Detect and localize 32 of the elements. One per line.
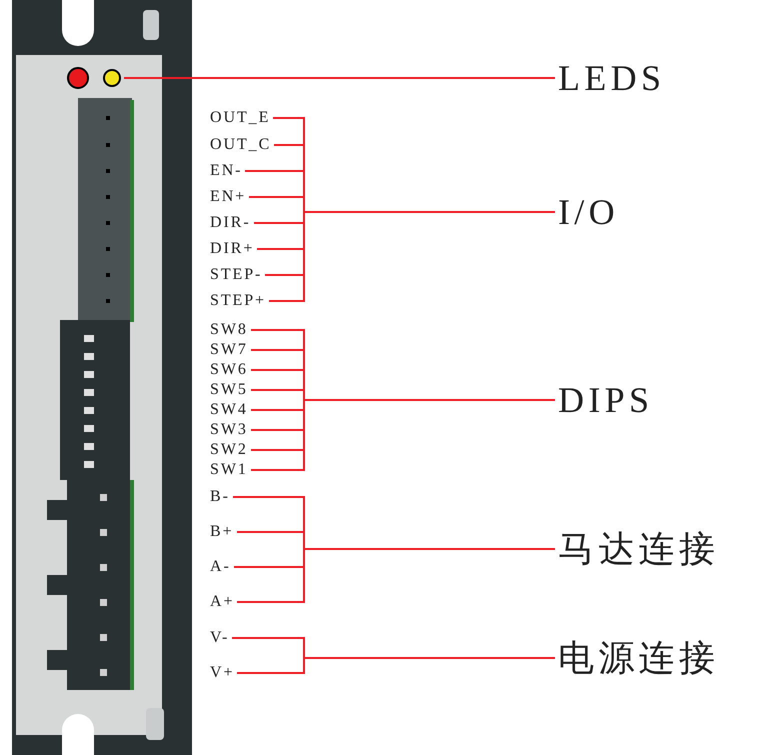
pin-label: SW7 [210,339,248,361]
pin-label: SW1 [210,459,248,481]
group-label: LEDS [558,54,668,102]
pin-label: EN- [210,160,242,182]
pin-label: V+ [210,662,234,684]
pin-label: B- [210,486,230,508]
pin-label: B+ [210,521,234,543]
group-label: 电源连接 [558,634,753,682]
pin-label: A- [210,556,231,578]
pin-label: OUT_E [210,107,270,129]
pin-label: STEP- [210,264,262,286]
pin-label: SW6 [210,359,248,381]
connector-line [251,399,555,471]
pin-label: STEP+ [210,290,266,312]
pin-label: SW3 [210,419,248,441]
pin-label: SW4 [210,399,248,421]
group-label: I/O [558,188,638,236]
pin-label: EN+ [210,186,246,208]
connector-line [124,77,555,79]
pin-label: DIR+ [210,238,254,260]
connector-line [237,657,555,674]
pin-label: SW2 [210,439,248,461]
group-label: DIPS [558,376,668,424]
pin-label: DIR- [210,212,251,234]
pin-label: SW8 [210,319,248,341]
connector-line [237,548,555,603]
pin-label: SW5 [210,379,248,401]
connector-line [269,211,555,302]
pin-label: OUT_C [210,134,272,156]
pin-label: V- [210,627,230,649]
group-label: 马达连接 [558,525,753,573]
pin-label: A+ [210,591,234,613]
